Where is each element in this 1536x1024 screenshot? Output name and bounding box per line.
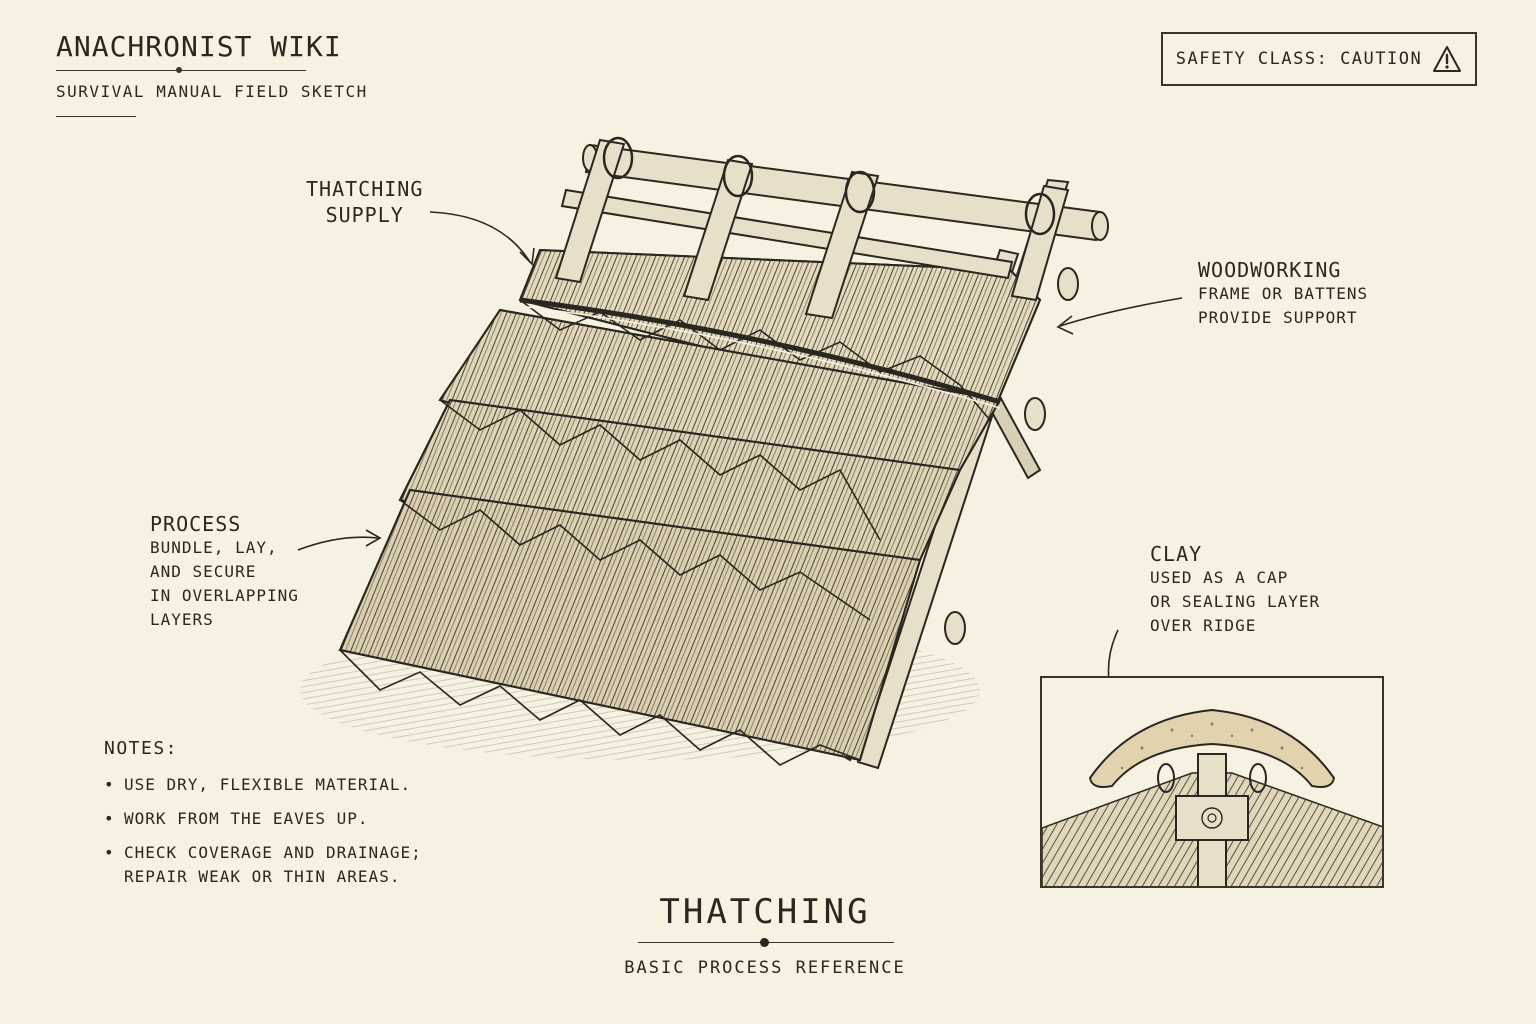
note-item: •USE DRY, FLEXIBLE MATERIAL. bbox=[104, 773, 484, 797]
label-clay: CLAY USED AS A CAP OR SEALING LAYER OVER… bbox=[1150, 542, 1320, 638]
binding-rope bbox=[519, 297, 1001, 405]
wiki-subtitle: SURVIVAL MANUAL FIELD SKETCH bbox=[56, 82, 368, 101]
arrow-supply bbox=[429, 211, 531, 263]
label-process-line1: BUNDLE, LAY, bbox=[150, 538, 278, 557]
label-thatching-supply-line1: THATCHING bbox=[306, 177, 424, 201]
page-subtitle: BASIC PROCESS REFERENCE bbox=[624, 958, 906, 978]
note-item: •CHECK COVERAGE AND DRAINAGE; REPAIR WEA… bbox=[104, 843, 422, 886]
label-woodworking-line2: PROVIDE SUPPORT bbox=[1198, 308, 1358, 327]
bullet-icon: • bbox=[104, 809, 115, 828]
clay-cap bbox=[1088, 708, 1336, 788]
safety-class-label: SAFETY CLASS: CAUTION bbox=[1175, 49, 1423, 69]
page-title: THATCHING bbox=[659, 892, 871, 932]
bullet-icon: • bbox=[104, 775, 115, 794]
arrow-process bbox=[297, 536, 379, 551]
label-thatching-supply: THATCHING SUPPLY bbox=[306, 176, 423, 228]
clay-cap-detail bbox=[1042, 708, 1382, 886]
clay-ridge-inset bbox=[1040, 676, 1384, 888]
batten-ends bbox=[944, 267, 1079, 645]
label-process-title: PROCESS bbox=[150, 512, 242, 536]
arrow-woodworking bbox=[1059, 297, 1183, 327]
label-process-line2: AND SECURE bbox=[150, 562, 257, 581]
label-process-line4: LAYERS bbox=[150, 610, 214, 629]
label-woodworking-line1: FRAME OR BATTENS bbox=[1198, 284, 1369, 303]
notes-title: NOTES: bbox=[104, 738, 179, 759]
label-process: PROCESS BUNDLE, LAY, AND SECURE IN OVERL… bbox=[150, 512, 299, 632]
label-clay-line1: USED AS A CAP bbox=[1150, 568, 1289, 587]
label-woodworking: WOODWORKING FRAME OR BATTENS PROVIDE SUP… bbox=[1198, 258, 1368, 330]
safety-class-badge: SAFETY CLASS: CAUTION bbox=[1161, 32, 1477, 86]
label-clay-line2: OR SEALING LAYER bbox=[1150, 592, 1321, 611]
upper-batten bbox=[560, 188, 1014, 280]
notes-section: NOTES: •USE DRY, FLEXIBLE MATERIAL. •WOR… bbox=[104, 738, 484, 899]
label-woodworking-title: WOODWORKING bbox=[1198, 258, 1342, 282]
label-thatching-supply-line2: SUPPLY bbox=[325, 203, 404, 227]
label-process-line3: IN OVERLAPPING bbox=[150, 586, 299, 605]
note-item: •WORK FROM THE EAVES UP. bbox=[104, 807, 484, 831]
label-clay-line3: OVER RIDGE bbox=[1150, 616, 1257, 635]
subtitle-rule bbox=[56, 116, 136, 117]
lashings bbox=[602, 136, 1056, 236]
title-rule-dot bbox=[760, 938, 769, 947]
label-clay-title: CLAY bbox=[1150, 542, 1203, 566]
title-rule-dot bbox=[176, 67, 182, 73]
warning-triangle-icon bbox=[1432, 45, 1462, 73]
inset-joint-block bbox=[1175, 795, 1249, 841]
wiki-title: ANACHRONIST WIKI bbox=[56, 30, 342, 63]
bullet-icon: • bbox=[104, 843, 115, 862]
